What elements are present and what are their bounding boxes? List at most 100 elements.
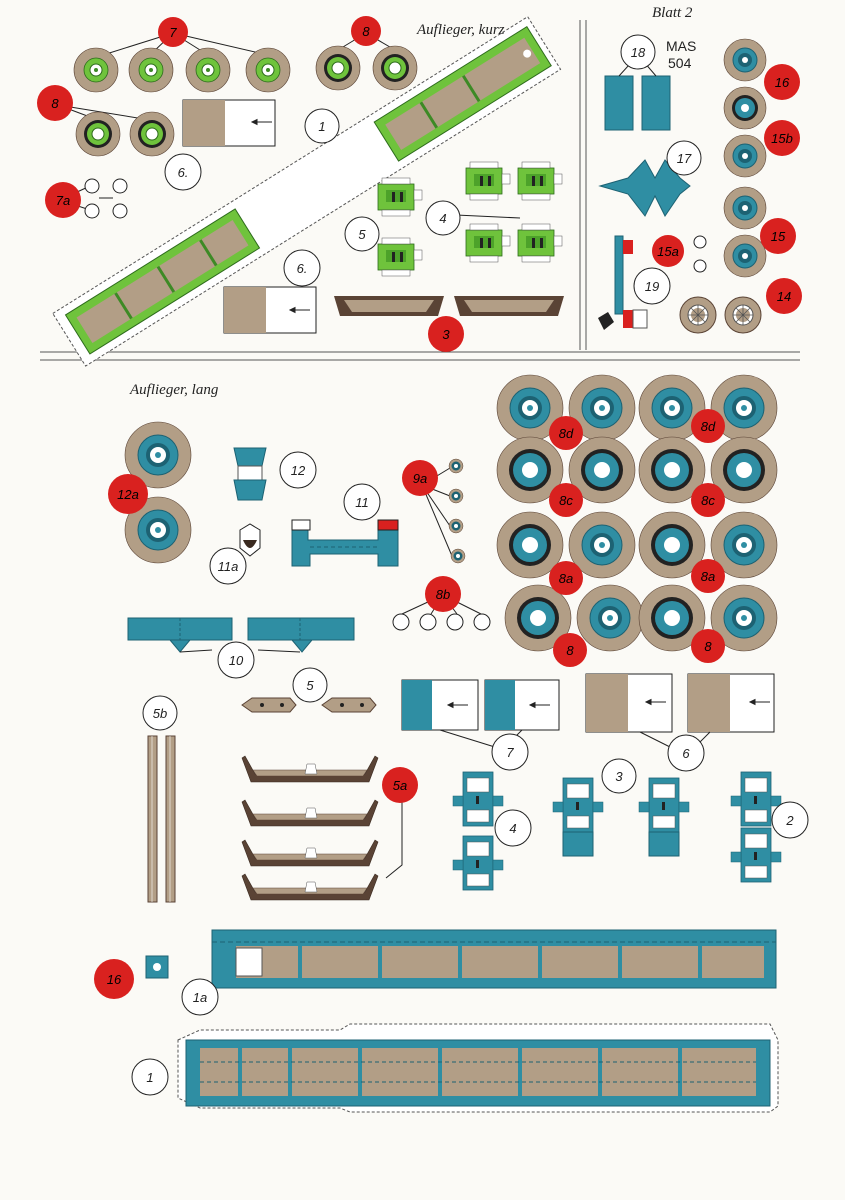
svg-text:19: 19	[645, 279, 659, 294]
callout-5-long: 5	[292, 667, 328, 703]
model-line-1: MAS	[666, 38, 697, 54]
callout-16-tractor: 16	[764, 64, 800, 100]
callout-14: 14	[766, 278, 802, 314]
short-trailer-section	[52, 16, 564, 367]
svg-text:11a: 11a	[218, 559, 239, 574]
bogie-parts-5	[377, 177, 423, 277]
callout-16-long: 16	[94, 959, 134, 999]
wheel-icon	[73, 47, 119, 93]
callout-4-long: 4	[494, 809, 532, 847]
wheel-icon	[185, 47, 231, 93]
callout-8d-right: 8d	[691, 409, 725, 443]
svg-text:3: 3	[615, 769, 623, 784]
model-line-2: 504	[668, 55, 692, 71]
svg-text:17: 17	[677, 151, 692, 166]
svg-text:12a: 12a	[117, 487, 139, 502]
callout-17: 17	[666, 140, 702, 176]
svg-text:10: 10	[229, 653, 244, 668]
callout-3-short: 3	[428, 316, 464, 352]
callout-8a-right: 8a	[691, 559, 725, 593]
callout-3-long: 3	[601, 758, 637, 794]
callout-8d-left: 8d	[549, 416, 583, 450]
svg-text:8a: 8a	[701, 569, 715, 584]
svg-text:15a: 15a	[657, 244, 679, 259]
callout-19: 19	[633, 267, 671, 305]
callout-6-top: 6.	[164, 153, 202, 191]
svg-text:8a: 8a	[559, 571, 573, 586]
sheet-dividers	[40, 20, 800, 361]
callout-15: 15	[760, 218, 796, 254]
section-title-short: Auflieger, kurz	[417, 22, 505, 38]
part-16-square	[145, 955, 169, 979]
wheel-icon	[679, 296, 717, 334]
svg-text:6.: 6.	[178, 165, 189, 180]
wheel-icon	[724, 296, 762, 334]
wheel-icon	[128, 47, 174, 93]
svg-text:4: 4	[509, 821, 516, 836]
svg-text:9a: 9a	[413, 471, 427, 486]
part-5a-springs	[241, 755, 403, 901]
callout-6-bottom: 6.	[283, 249, 321, 287]
part-5-brackets	[241, 697, 377, 713]
callout-8a-left: 8a	[549, 561, 583, 595]
wheels-part-8-grid	[496, 374, 778, 652]
svg-text:16: 16	[775, 75, 790, 90]
callout-1a: 1a	[181, 978, 219, 1016]
svg-text:6.: 6.	[297, 261, 308, 276]
svg-text:8c: 8c	[701, 493, 715, 508]
callout-5b: 5b	[142, 695, 178, 731]
panel-part-6-top	[182, 99, 276, 147]
callout-15b: 15b	[764, 120, 800, 156]
svg-text:5a: 5a	[393, 778, 407, 793]
svg-text:8d: 8d	[701, 419, 716, 434]
callout-5-short: 5	[344, 216, 380, 252]
wheel-icon	[245, 47, 291, 93]
wheel-icon	[75, 111, 121, 157]
wheel-icon	[315, 45, 361, 91]
callout-6-long: 6	[667, 734, 705, 772]
svg-text:5: 5	[306, 678, 314, 693]
svg-text:16: 16	[107, 972, 122, 987]
svg-text:15b: 15b	[771, 131, 793, 146]
callout-11a: 11a	[209, 547, 247, 585]
callout-4-short: 4	[425, 200, 461, 236]
svg-text:1: 1	[318, 119, 325, 134]
part-5b-strips	[147, 735, 176, 903]
svg-text:12: 12	[291, 463, 306, 478]
svg-text:11: 11	[355, 495, 369, 510]
panels-part-7	[401, 679, 560, 749]
callout-11: 11	[343, 483, 381, 521]
panel-part-6-bottom	[223, 286, 317, 334]
svg-text:8: 8	[566, 643, 574, 658]
callout-12: 12	[279, 451, 317, 489]
svg-text:7: 7	[506, 745, 514, 760]
callout-1-long: 1	[131, 1058, 169, 1096]
part-11	[291, 519, 399, 567]
axle-parts-3	[334, 296, 564, 316]
callout-8c-left: 8c	[549, 483, 583, 517]
svg-text:8: 8	[704, 639, 712, 654]
callout-2-long: 2	[771, 801, 809, 839]
section-title-long: Auflieger, lang	[130, 382, 219, 398]
part-15a-discs	[693, 235, 707, 273]
part-10	[127, 617, 355, 653]
callout-9a: 9a	[402, 460, 438, 496]
svg-text:4: 4	[439, 211, 446, 226]
callout-7: 7	[158, 17, 188, 47]
svg-text:7a: 7a	[56, 193, 70, 208]
wheel-icon	[723, 234, 767, 278]
callout-15a: 15a	[652, 235, 684, 267]
svg-text:15: 15	[771, 229, 786, 244]
callout-8-right: 8	[691, 629, 725, 663]
svg-text:5: 5	[358, 227, 366, 242]
callout-8-left: 8	[37, 85, 73, 121]
short-trailer-chassis	[52, 16, 562, 367]
svg-text:14: 14	[777, 289, 791, 304]
callout-8-left: 8	[553, 633, 587, 667]
bogie-parts-3-long	[552, 777, 690, 857]
wheel-icon	[129, 111, 175, 157]
wheel-icon	[576, 584, 644, 652]
callout-5a: 5a	[382, 767, 418, 803]
wheel-icon	[723, 134, 767, 178]
wheel-icon	[723, 38, 767, 82]
